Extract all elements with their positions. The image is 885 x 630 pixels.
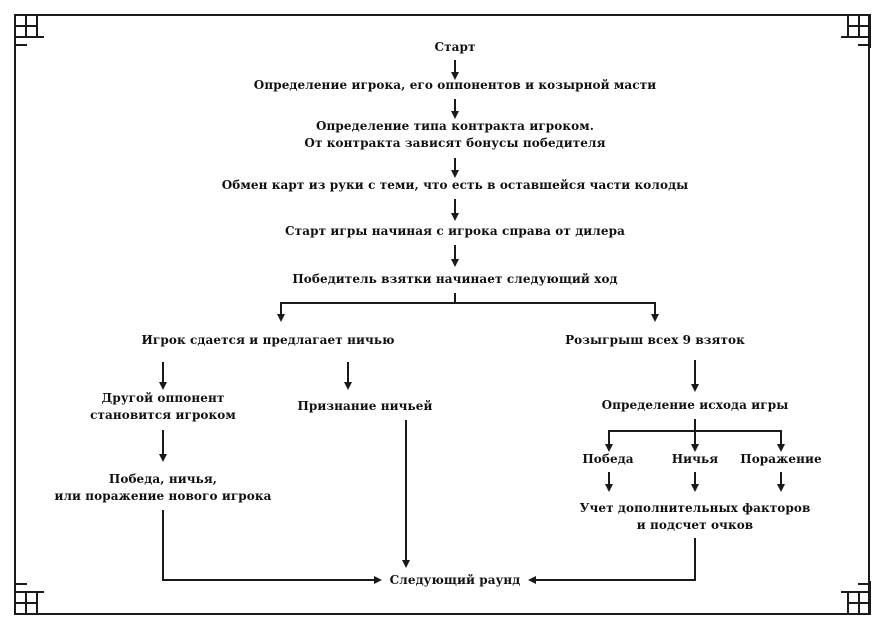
node-outcome-win: Победа xyxy=(582,452,634,466)
arrowhead-determine-outcome xyxy=(690,384,699,392)
corner-ornament-top-right xyxy=(837,14,871,48)
connector-right-return-vertical xyxy=(694,538,696,581)
arrowhead-other-opponent xyxy=(158,382,167,390)
node-trick-winner: Победитель взятки начинает следующий ход xyxy=(292,272,618,286)
connector-right-return-horizontal xyxy=(536,579,696,581)
arrowhead-player-concedes xyxy=(276,314,285,322)
node-player-concedes: Игрок сдается и предлагает ничью xyxy=(141,333,395,347)
arrowhead-start-play xyxy=(450,213,459,221)
connector-startplay-to-trickwinner xyxy=(454,245,456,261)
arrowhead-define-player xyxy=(450,72,459,80)
connector-concedes-to-draw-accepted xyxy=(347,362,349,384)
connector-start-to-define-player xyxy=(454,60,456,74)
node-determine-outcome: Определение исхода игры xyxy=(601,398,789,412)
connector-loss-to-extra-factors xyxy=(780,472,782,486)
node-other-opponent-line2: становится игроком xyxy=(90,408,236,422)
node-play-all-tricks: Розыгрыш всех 9 взяток xyxy=(565,333,745,347)
arrowhead-draw-accepted xyxy=(343,382,352,390)
connector-draw-accepted-to-next-round xyxy=(405,420,407,562)
node-define-contract-line2: От контракта зависят бонусы победителя xyxy=(304,136,606,150)
arrowhead-next-round-from-middle xyxy=(401,560,410,568)
decorative-frame-border xyxy=(14,14,870,615)
node-draw-accepted: Признание ничьей xyxy=(297,399,433,413)
corner-ornament-bottom-right xyxy=(837,581,871,615)
connector-exchange-to-startplay xyxy=(454,199,456,215)
connector-left-return-vertical xyxy=(162,510,164,581)
connector-outcome-draw-drop xyxy=(694,430,696,446)
node-extra-factors-line1: Учет дополнительных факторов xyxy=(579,501,811,515)
node-next-round: Следующий раунд xyxy=(389,573,521,587)
node-start-play: Старт игры начиная с игрока справа от ди… xyxy=(285,224,625,238)
arrowhead-play-all-tricks xyxy=(650,314,659,322)
node-other-opponent-line1: Другой оппонент xyxy=(101,391,225,405)
connector-win-to-extra-factors xyxy=(608,472,610,486)
node-outcome-draw: Ничья xyxy=(671,452,719,466)
arrowhead-define-contract xyxy=(450,111,459,119)
arrowhead-next-round-from-left xyxy=(374,575,382,584)
connector-contract-to-exchange xyxy=(454,158,456,172)
arrowhead-outcome-win xyxy=(604,444,613,452)
split-bar-main xyxy=(280,302,656,304)
arrowhead-next-round-from-right xyxy=(528,575,536,584)
node-start: Старт xyxy=(434,40,476,54)
node-exchange-cards: Обмен карт из руки с теми, что есть в ос… xyxy=(221,178,689,192)
corner-ornament-top-left xyxy=(14,14,48,48)
node-define-player: Определение игрока, его оппонентов и коз… xyxy=(253,78,657,92)
connector-split-left-drop xyxy=(280,302,282,316)
connector-trickwinner-to-split xyxy=(454,293,456,303)
node-outcome-loss: Поражение xyxy=(740,452,822,466)
arrowhead-new-player-result xyxy=(158,454,167,462)
corner-ornament-bottom-left xyxy=(14,581,48,615)
connector-left-return-horizontal xyxy=(162,579,374,581)
connector-concedes-to-other-opponent xyxy=(162,362,164,384)
node-new-player-result-line2: или поражение нового игрока xyxy=(54,489,272,503)
node-define-contract-line1: Определение типа контракта игроком. xyxy=(315,119,595,133)
arrowhead-extra-factors-from-loss xyxy=(776,484,785,492)
connector-split-right-drop xyxy=(654,302,656,316)
arrowhead-exchange-cards xyxy=(450,170,459,178)
arrowhead-outcome-draw xyxy=(690,444,699,452)
arrowhead-trick-winner xyxy=(450,259,459,267)
connector-define-player-to-contract xyxy=(454,99,456,113)
connector-outcome-win-drop xyxy=(608,430,610,446)
node-extra-factors-line2: и подсчет очков xyxy=(636,518,754,532)
connector-tricks-to-outcome xyxy=(694,360,696,386)
connector-outcome-loss-drop xyxy=(780,430,782,446)
arrowhead-extra-factors-from-win xyxy=(604,484,613,492)
node-new-player-result-line1: Победа, ничья, xyxy=(108,472,218,486)
connector-other-opponent-to-result xyxy=(162,430,164,456)
connector-outcome-to-split xyxy=(694,419,696,431)
arrowhead-extra-factors-from-draw xyxy=(690,484,699,492)
connector-draw-to-extra-factors xyxy=(694,472,696,486)
arrowhead-outcome-loss xyxy=(776,444,785,452)
